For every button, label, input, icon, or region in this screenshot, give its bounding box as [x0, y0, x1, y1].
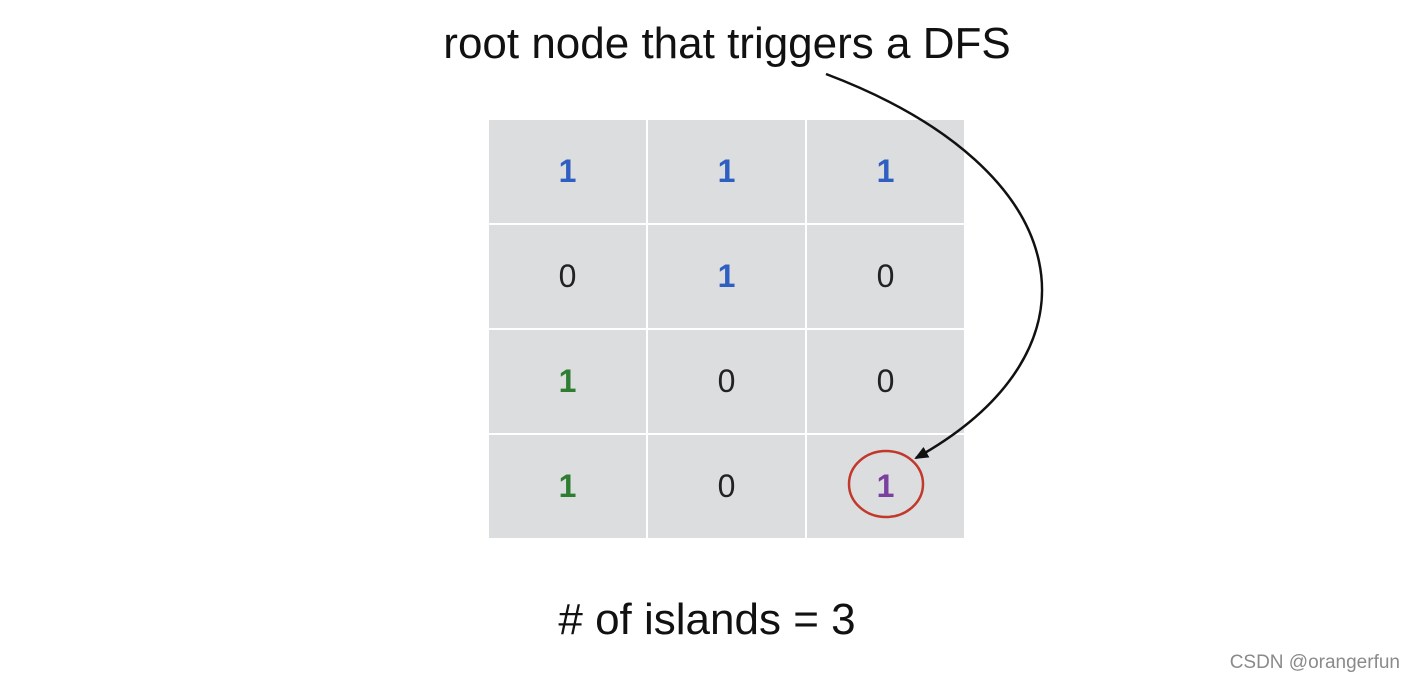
- grid-cell: 0: [648, 330, 805, 433]
- grid-cell: 1: [807, 120, 964, 223]
- grid-cell: 0: [648, 435, 805, 538]
- grid-cell: 0: [807, 330, 964, 433]
- watermark: CSDN @orangerfun: [1229, 652, 1400, 673]
- grid-cell: 0: [489, 225, 646, 328]
- grid-cell: 0: [807, 225, 964, 328]
- island-grid: 1 1 1 0 1 0 1 0 0 1 0 1: [489, 120, 964, 538]
- grid-cell: 1: [648, 225, 805, 328]
- island-count-caption: # of islands = 3: [558, 595, 856, 644]
- grid-cell-root-node: 1: [807, 435, 964, 538]
- grid-cell: 1: [489, 330, 646, 433]
- grid-cell: 1: [489, 435, 646, 538]
- top-caption: root node that triggers a DFS: [443, 19, 1011, 68]
- grid-cell: 1: [648, 120, 805, 223]
- grid-cell: 1: [489, 120, 646, 223]
